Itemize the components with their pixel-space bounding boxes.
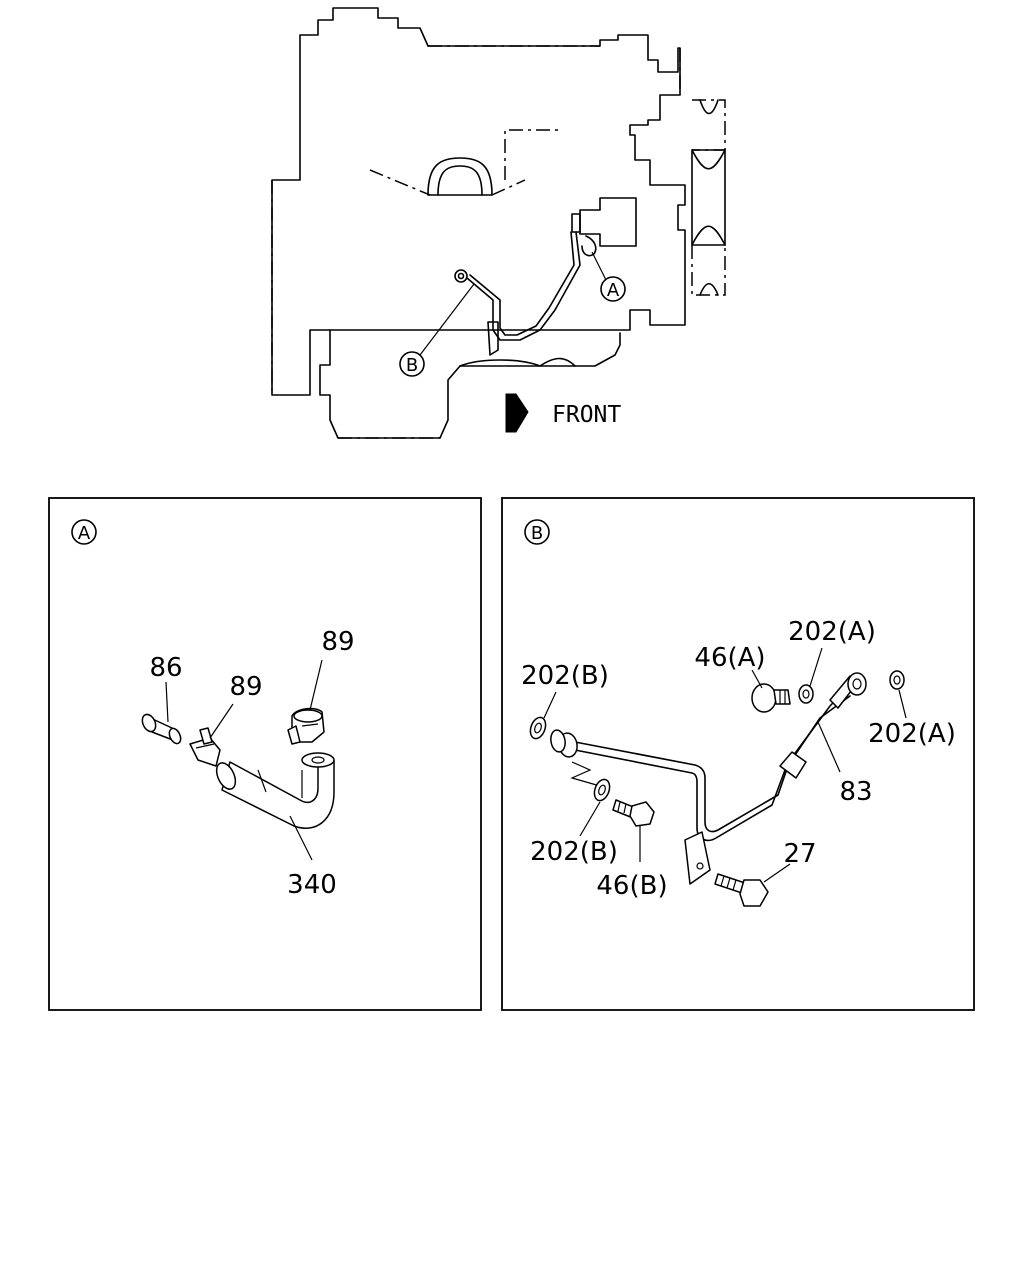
part-86-fitting — [141, 713, 182, 745]
label-83: 83 — [839, 777, 872, 807]
callout-a-letter: A — [607, 280, 620, 301]
front-arrow-icon — [505, 393, 529, 433]
washer-202a-right — [889, 670, 905, 690]
washer-202b-bottom — [593, 778, 611, 802]
pan-bracket — [487, 321, 499, 356]
label-340: 340 — [287, 870, 337, 900]
turbo-housing — [579, 197, 637, 247]
bolt-27 — [714, 873, 769, 907]
label-46a: 46(A) — [694, 643, 765, 673]
label-202b-bottom: 202(B) — [530, 837, 618, 867]
panel-b-badge-circle — [524, 519, 550, 545]
label-202a-top: 202(A) — [788, 617, 876, 647]
panel-a-frame — [48, 497, 482, 1011]
turbo-fitting — [571, 213, 581, 233]
callout-b-letter: B — [406, 355, 418, 376]
label-46b: 46(B) — [596, 871, 667, 901]
label-86: 86 — [149, 653, 182, 683]
oil-return-line — [466, 231, 581, 341]
oil-return-line-inner — [469, 231, 575, 336]
panel-a-badge-circle — [71, 519, 97, 545]
part-89-small-clip — [189, 727, 221, 767]
callout-a-circle — [600, 276, 626, 302]
pipe-bracket — [684, 831, 711, 885]
bolt-46a — [751, 683, 791, 713]
front-label: FRONT — [552, 402, 621, 428]
head-dash-top — [504, 129, 560, 180]
hose-elbow — [581, 235, 597, 257]
label-202a-right: 202(A) — [868, 719, 956, 749]
oil-line-eye — [454, 269, 468, 283]
head-dash-right — [491, 179, 526, 196]
fan-pulley — [691, 99, 726, 296]
pipe-offset-mark — [570, 761, 601, 787]
detail-panel-a: A 86 89 89 — [48, 497, 482, 1011]
panel-b-frame — [501, 497, 975, 1011]
head-dash-left — [369, 169, 431, 196]
part-89-large-clip — [287, 707, 325, 745]
engine-block-outline — [271, 7, 686, 396]
washer-202a-top — [798, 684, 814, 704]
panel-b-badge: B — [531, 523, 543, 544]
panel-a-badge: A — [78, 523, 91, 544]
part-83-oil-pipe — [550, 672, 867, 842]
label-89-small: 89 — [229, 672, 262, 702]
label-89-large: 89 — [321, 627, 354, 657]
head-dome — [427, 157, 493, 196]
detail-panel-b: B 83 202(B) 202(B) — [501, 497, 975, 1011]
bolt-46b — [612, 799, 655, 827]
part-340-hose — [215, 752, 335, 829]
engine-overview: A B FRONT — [271, 7, 726, 439]
washer-202b-top — [529, 716, 547, 740]
label-27: 27 — [783, 839, 816, 869]
label-202b-top: 202(B) — [521, 661, 609, 691]
callout-b-circle — [399, 351, 425, 377]
